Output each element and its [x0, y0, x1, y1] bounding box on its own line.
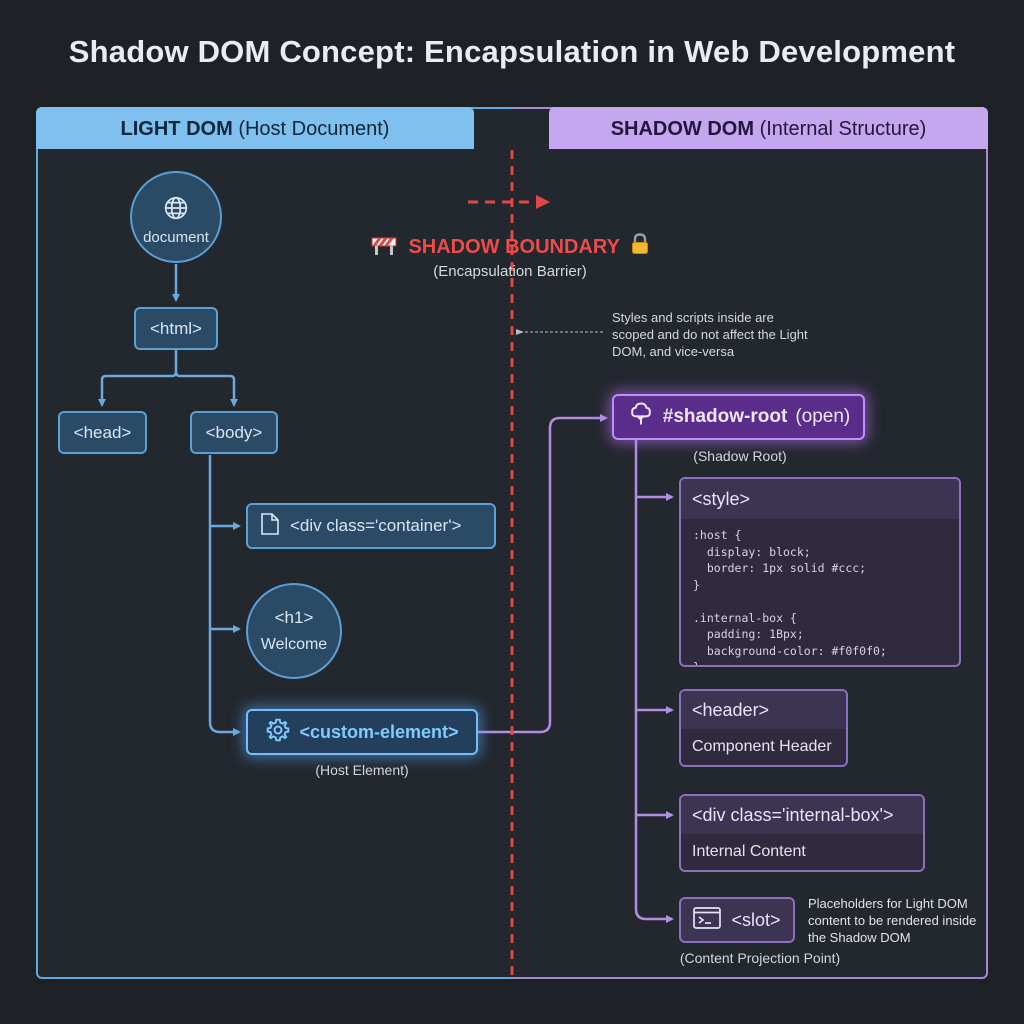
slot-tag: <slot> [731, 909, 781, 930]
div-container-label: <div class='container'> [290, 516, 462, 535]
html-node: <html> [134, 307, 218, 350]
h1-tag: <h1> [274, 608, 314, 627]
tree-icon [627, 400, 655, 434]
slot-caption: (Content Projection Point) [679, 950, 841, 966]
shadow-root-caption: (Shadow Root) [693, 448, 787, 464]
shadow-root-mode: (open) [795, 406, 851, 427]
style-code: :host { display: block; border: 1px soli… [693, 528, 887, 667]
globe-icon [163, 195, 189, 226]
internal-box-body: Internal Content [681, 834, 923, 870]
header-node-tag-row: <header> [681, 691, 846, 729]
head-node: <head> [58, 411, 147, 454]
shadow-root-node: #shadow-root (open) [612, 394, 865, 440]
lock-icon [631, 233, 649, 261]
style-tag: <style> [692, 488, 751, 509]
div-container-node: <div class='container'> [246, 503, 496, 549]
style-node: <style> :host { display: block; border: … [679, 477, 961, 667]
host-element-caption: (Host Element) [315, 762, 409, 778]
light-dom-tree-lines [98, 264, 241, 736]
light-dom-header-title: LIGHT DOM [120, 118, 233, 140]
internal-box-node: <div class='internal-box'> Internal Cont… [679, 794, 925, 872]
shadow-dom-header: SHADOW DOM (Internal Structure) [549, 107, 988, 149]
light-dom-header: LIGHT DOM (Host Document) [36, 107, 474, 149]
host-to-shadow-root-line [478, 414, 608, 734]
internal-box-text: Internal Content [692, 843, 806, 860]
shadow-root-title: #shadow-root [662, 406, 788, 427]
header-text: Component Header [692, 738, 832, 755]
h1-node: <h1> Welcome [246, 583, 342, 679]
slot-node: <slot> [679, 897, 795, 943]
shadow-dom-tree-lines [634, 440, 674, 923]
shadow-boundary-title-row: SHADOW BOUNDARY [360, 233, 660, 262]
shadow-boundary-subtitle: (Encapsulation Barrier) [433, 263, 587, 280]
custom-element-node: <custom-element> [246, 709, 478, 755]
custom-element-label: <custom-element> [299, 721, 459, 742]
header-node-body: Component Header [681, 729, 846, 765]
slot-note: Placeholders for Light DOM content to be… [808, 896, 977, 945]
shadow-boundary-title: SHADOW BOUNDARY [408, 236, 620, 258]
body-node: <body> [190, 411, 278, 454]
document-node: document [130, 171, 222, 263]
file-icon [260, 512, 280, 541]
barrier-icon [371, 234, 397, 262]
light-dom-header-subtitle: (Host Document) [238, 118, 390, 140]
terminal-icon [693, 906, 722, 934]
boundary-note: Styles and scripts inside are scoped and… [612, 310, 808, 359]
shadow-dom-header-title: SHADOW DOM [610, 118, 755, 140]
gear-icon [265, 717, 291, 748]
page-title: Shadow DOM Concept: Encapsulation in Web… [68, 34, 956, 69]
internal-box-tag: <div class='internal-box'> [692, 804, 894, 825]
shadow-dom-header-subtitle: (Internal Structure) [759, 118, 927, 140]
document-label: document [143, 228, 209, 246]
header-tag: <header> [692, 699, 770, 720]
h1-text: Welcome [260, 636, 328, 653]
internal-box-tag-row: <div class='internal-box'> [681, 796, 923, 834]
style-node-header: <style> [681, 479, 959, 519]
header-node: <header> Component Header [679, 689, 848, 767]
